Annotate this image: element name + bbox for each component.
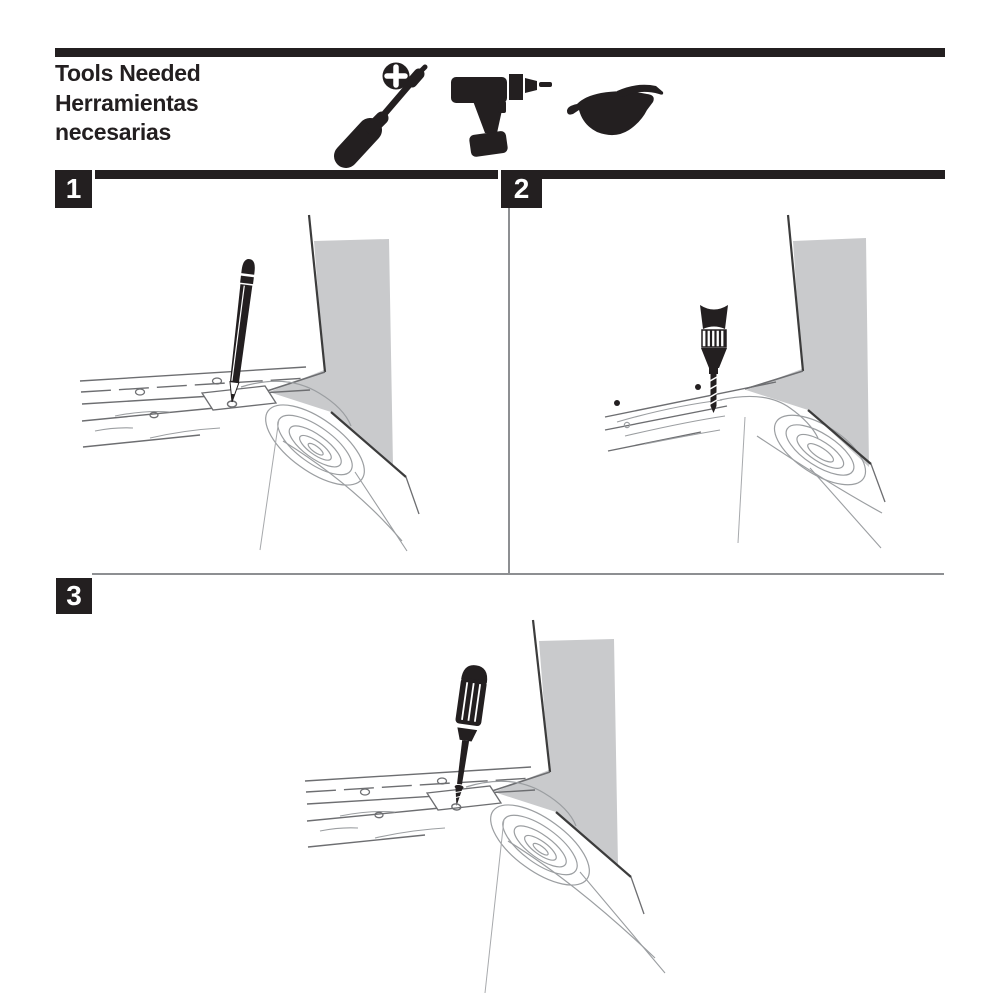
hinge-end-leaf bbox=[200, 385, 278, 411]
board-edges bbox=[259, 411, 420, 552]
board-edges bbox=[484, 811, 666, 994]
step-2-number-label: 2 bbox=[513, 173, 530, 204]
step-3-number: 3 bbox=[56, 578, 92, 614]
step-2-illustration bbox=[604, 214, 886, 549]
tools-needed-heading: Tools Needed Herramientas necesarias bbox=[55, 59, 201, 148]
wood-grain bbox=[465, 780, 590, 886]
wood-grain bbox=[719, 395, 867, 486]
step-1-number-label: 1 bbox=[65, 173, 82, 204]
step-1-illustration bbox=[79, 214, 420, 552]
hinge-end-leaf bbox=[425, 785, 503, 811]
top-rule bbox=[55, 48, 945, 57]
panel-divider-vertical bbox=[508, 208, 510, 574]
board-edges-top bbox=[604, 381, 777, 452]
step-2-number: 2 bbox=[501, 170, 542, 208]
board-grain-lines bbox=[616, 399, 726, 445]
panel-divider-horizontal bbox=[92, 573, 944, 575]
power-drill-icon bbox=[451, 74, 552, 157]
step-rule bbox=[55, 170, 945, 179]
door-panel bbox=[266, 214, 327, 392]
safety-glasses-icon bbox=[567, 84, 664, 136]
step-3-number-label: 3 bbox=[66, 580, 82, 611]
hinge bbox=[304, 766, 536, 848]
wall-panel bbox=[746, 238, 869, 467]
door-panel bbox=[491, 619, 552, 792]
tools-needed-title-es-1: Herramientas bbox=[55, 89, 199, 116]
step-1-number: 1 bbox=[55, 170, 92, 208]
wall-panel bbox=[269, 239, 393, 466]
tools-needed-title-es-2: necesarias bbox=[55, 119, 171, 145]
board-grain-lines bbox=[319, 810, 446, 839]
pencil-mark bbox=[695, 384, 701, 390]
drilled-hole bbox=[623, 421, 631, 429]
hinge bbox=[79, 366, 311, 448]
board-edges bbox=[737, 409, 886, 549]
wood-grain bbox=[240, 380, 365, 486]
board-grain-lines bbox=[94, 410, 221, 439]
screw bbox=[454, 784, 464, 806]
drill-bit bbox=[700, 305, 728, 413]
pencil bbox=[229, 259, 255, 403]
pencil-mark bbox=[614, 400, 620, 406]
screwdriver bbox=[451, 665, 488, 811]
step-3-illustration bbox=[304, 619, 666, 994]
tools-needed-title-en: Tools Needed bbox=[55, 60, 201, 86]
phillips-screwdriver-icon bbox=[334, 62, 428, 168]
wall-panel bbox=[494, 639, 618, 866]
marked-hole bbox=[451, 803, 462, 811]
